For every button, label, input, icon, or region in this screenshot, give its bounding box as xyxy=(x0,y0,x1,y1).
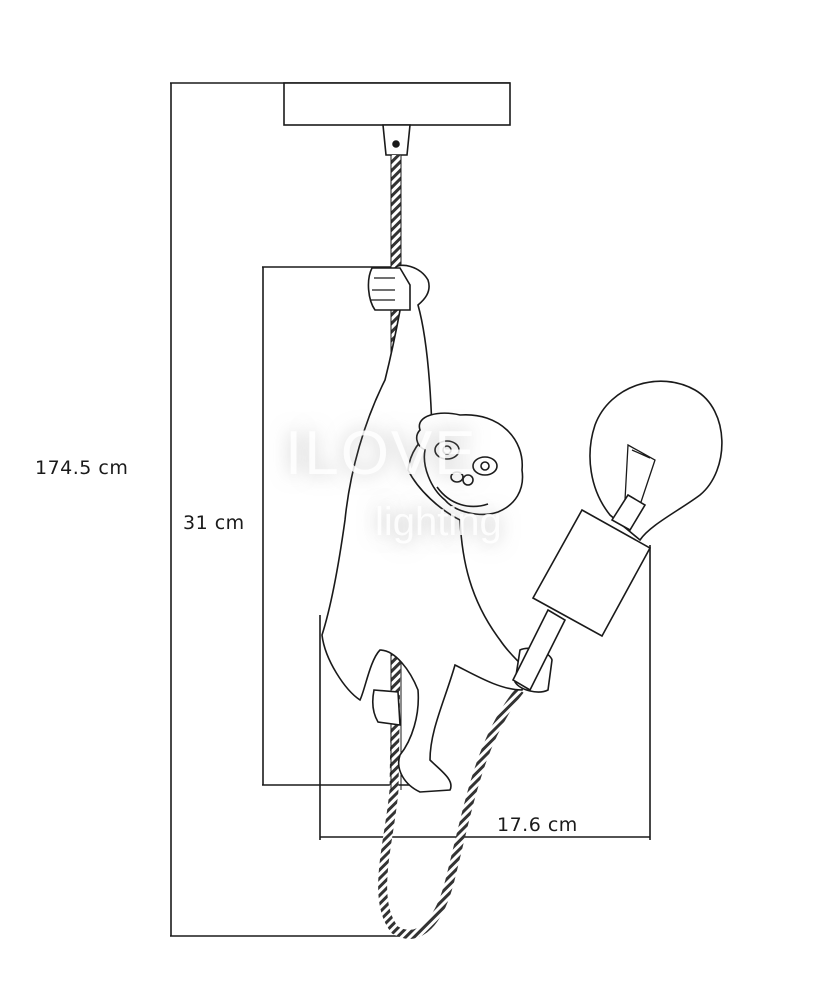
cord-grip xyxy=(382,124,411,156)
width-label: 17.6 cm xyxy=(497,814,578,836)
ceiling-canopy xyxy=(283,82,511,126)
monkey-height-label: 31 cm xyxy=(183,512,245,534)
lamp-socket xyxy=(531,508,652,638)
light-bulb xyxy=(589,380,723,542)
watermark-text: lighting xyxy=(375,500,502,544)
width-dimension xyxy=(319,545,651,840)
watermark-logo: ILOVE xyxy=(285,419,478,488)
rope-cord xyxy=(378,155,524,939)
lamp-stem xyxy=(511,608,567,692)
total-height-label: 174.5 cm xyxy=(35,457,129,479)
monkey-figure xyxy=(321,264,553,793)
